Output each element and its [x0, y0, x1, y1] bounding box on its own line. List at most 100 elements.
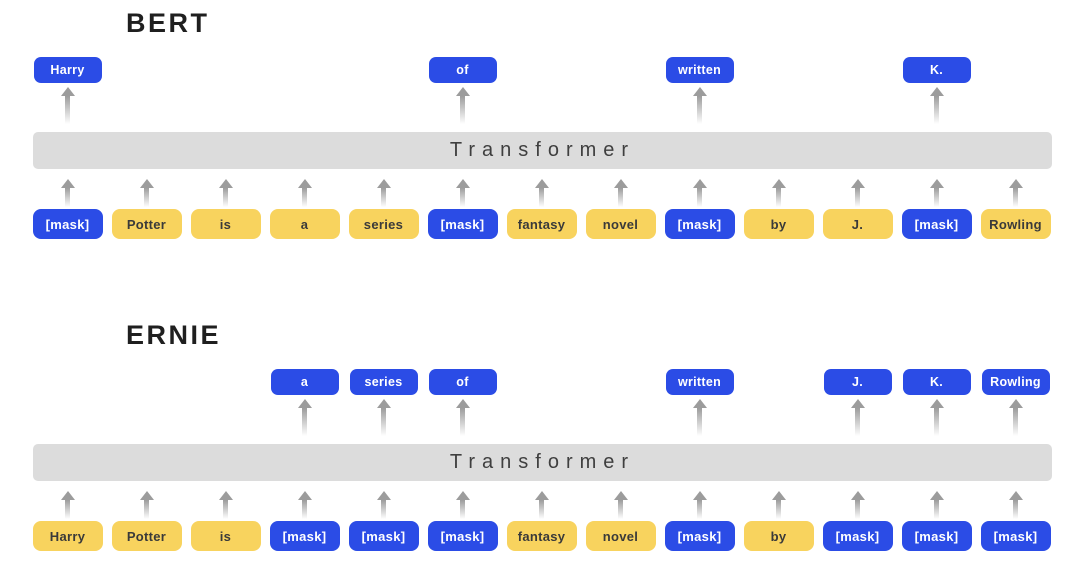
arrow-head [850, 491, 865, 500]
up-arrow-icon [850, 491, 865, 519]
up-arrow-icon [929, 399, 944, 436]
arrow-stem [144, 188, 149, 207]
up-arrow-icon [455, 491, 470, 519]
arrow-stem [934, 408, 939, 436]
masked-input-token: [mask] [348, 521, 419, 551]
arrow-head [1008, 179, 1023, 188]
arrow-head [376, 179, 391, 188]
arrow-head [60, 87, 75, 96]
arrow-head [297, 491, 312, 500]
output-token: Rowling [981, 369, 1050, 395]
arrow-head [297, 179, 312, 188]
arrow-head [929, 399, 944, 408]
masked-input-token: [mask] [980, 521, 1051, 551]
up-arrow-icon [692, 179, 707, 207]
arrow-head [534, 491, 549, 500]
arrow-stem [618, 500, 623, 519]
arrow-stem [460, 188, 465, 207]
up-arrow-icon [455, 399, 470, 436]
arrow-stem [855, 408, 860, 436]
diagram-title: ERNIE [126, 320, 222, 350]
up-arrow-icon [297, 399, 312, 436]
arrow-stem [697, 500, 702, 519]
up-arrow-icon [929, 491, 944, 519]
arrow-stem [855, 188, 860, 207]
masked-input-token: [mask] [664, 521, 735, 551]
input-token: novel [585, 209, 656, 239]
transformer-label: Transformer [449, 139, 636, 161]
arrow-head [534, 179, 549, 188]
arrow-head [139, 491, 154, 500]
arrow-stem [65, 96, 70, 124]
arrow-head [692, 491, 707, 500]
input-token: is [190, 521, 261, 551]
arrow-head [692, 399, 707, 408]
up-arrow-icon [534, 179, 549, 207]
arrow-stem [855, 500, 860, 519]
up-arrow-icon [1008, 491, 1023, 519]
input-token: fantasy [506, 209, 577, 239]
up-arrow-icon [139, 491, 154, 519]
up-arrow-icon [771, 491, 786, 519]
output-token: J. [823, 369, 892, 395]
arrow-stem [934, 500, 939, 519]
arrow-stem [776, 188, 781, 207]
arrow-stem [618, 188, 623, 207]
arrow-head [850, 399, 865, 408]
input-token: by [743, 521, 814, 551]
up-arrow-icon [60, 179, 75, 207]
arrow-stem [539, 188, 544, 207]
up-arrow-icon [376, 179, 391, 207]
up-arrow-icon [297, 491, 312, 519]
arrow-stem [776, 500, 781, 519]
arrow-head [692, 179, 707, 188]
output-token: series [349, 369, 418, 395]
up-arrow-icon [455, 87, 470, 124]
up-arrow-icon [455, 179, 470, 207]
transformer-bar: Transformer [33, 444, 1052, 481]
arrow-stem [144, 500, 149, 519]
masked-input-token: [mask] [32, 209, 103, 239]
up-arrow-icon [850, 179, 865, 207]
output-token: of [428, 57, 497, 83]
arrow-head [139, 179, 154, 188]
input-token: Harry [32, 521, 103, 551]
up-arrow-icon [850, 399, 865, 436]
output-token: Harry [33, 57, 102, 83]
arrow-head [613, 179, 628, 188]
masked-input-token: [mask] [269, 521, 340, 551]
output-token: K. [902, 57, 971, 83]
arrow-head [376, 399, 391, 408]
arrow-stem [1013, 408, 1018, 436]
arrow-stem [934, 96, 939, 124]
input-token: is [190, 209, 261, 239]
input-token: Potter [111, 209, 182, 239]
masked-input-token: [mask] [901, 209, 972, 239]
arrow-head [613, 491, 628, 500]
up-arrow-icon [692, 87, 707, 124]
transformer-label: Transformer [449, 451, 636, 473]
arrow-stem [65, 500, 70, 519]
input-token: fantasy [506, 521, 577, 551]
arrow-stem [223, 500, 228, 519]
arrow-stem [65, 188, 70, 207]
output-token: written [665, 57, 734, 83]
output-token: of [428, 369, 497, 395]
up-arrow-icon [692, 491, 707, 519]
arrow-head [455, 179, 470, 188]
arrow-head [1008, 399, 1023, 408]
up-arrow-icon [139, 179, 154, 207]
arrow-stem [302, 500, 307, 519]
up-arrow-icon [929, 179, 944, 207]
arrow-stem [539, 500, 544, 519]
arrow-stem [381, 188, 386, 207]
input-token: Potter [111, 521, 182, 551]
arrow-head [455, 491, 470, 500]
arrow-stem [460, 96, 465, 124]
arrow-stem [1013, 500, 1018, 519]
output-token: a [270, 369, 339, 395]
up-arrow-icon [1008, 399, 1023, 436]
up-arrow-icon [297, 179, 312, 207]
